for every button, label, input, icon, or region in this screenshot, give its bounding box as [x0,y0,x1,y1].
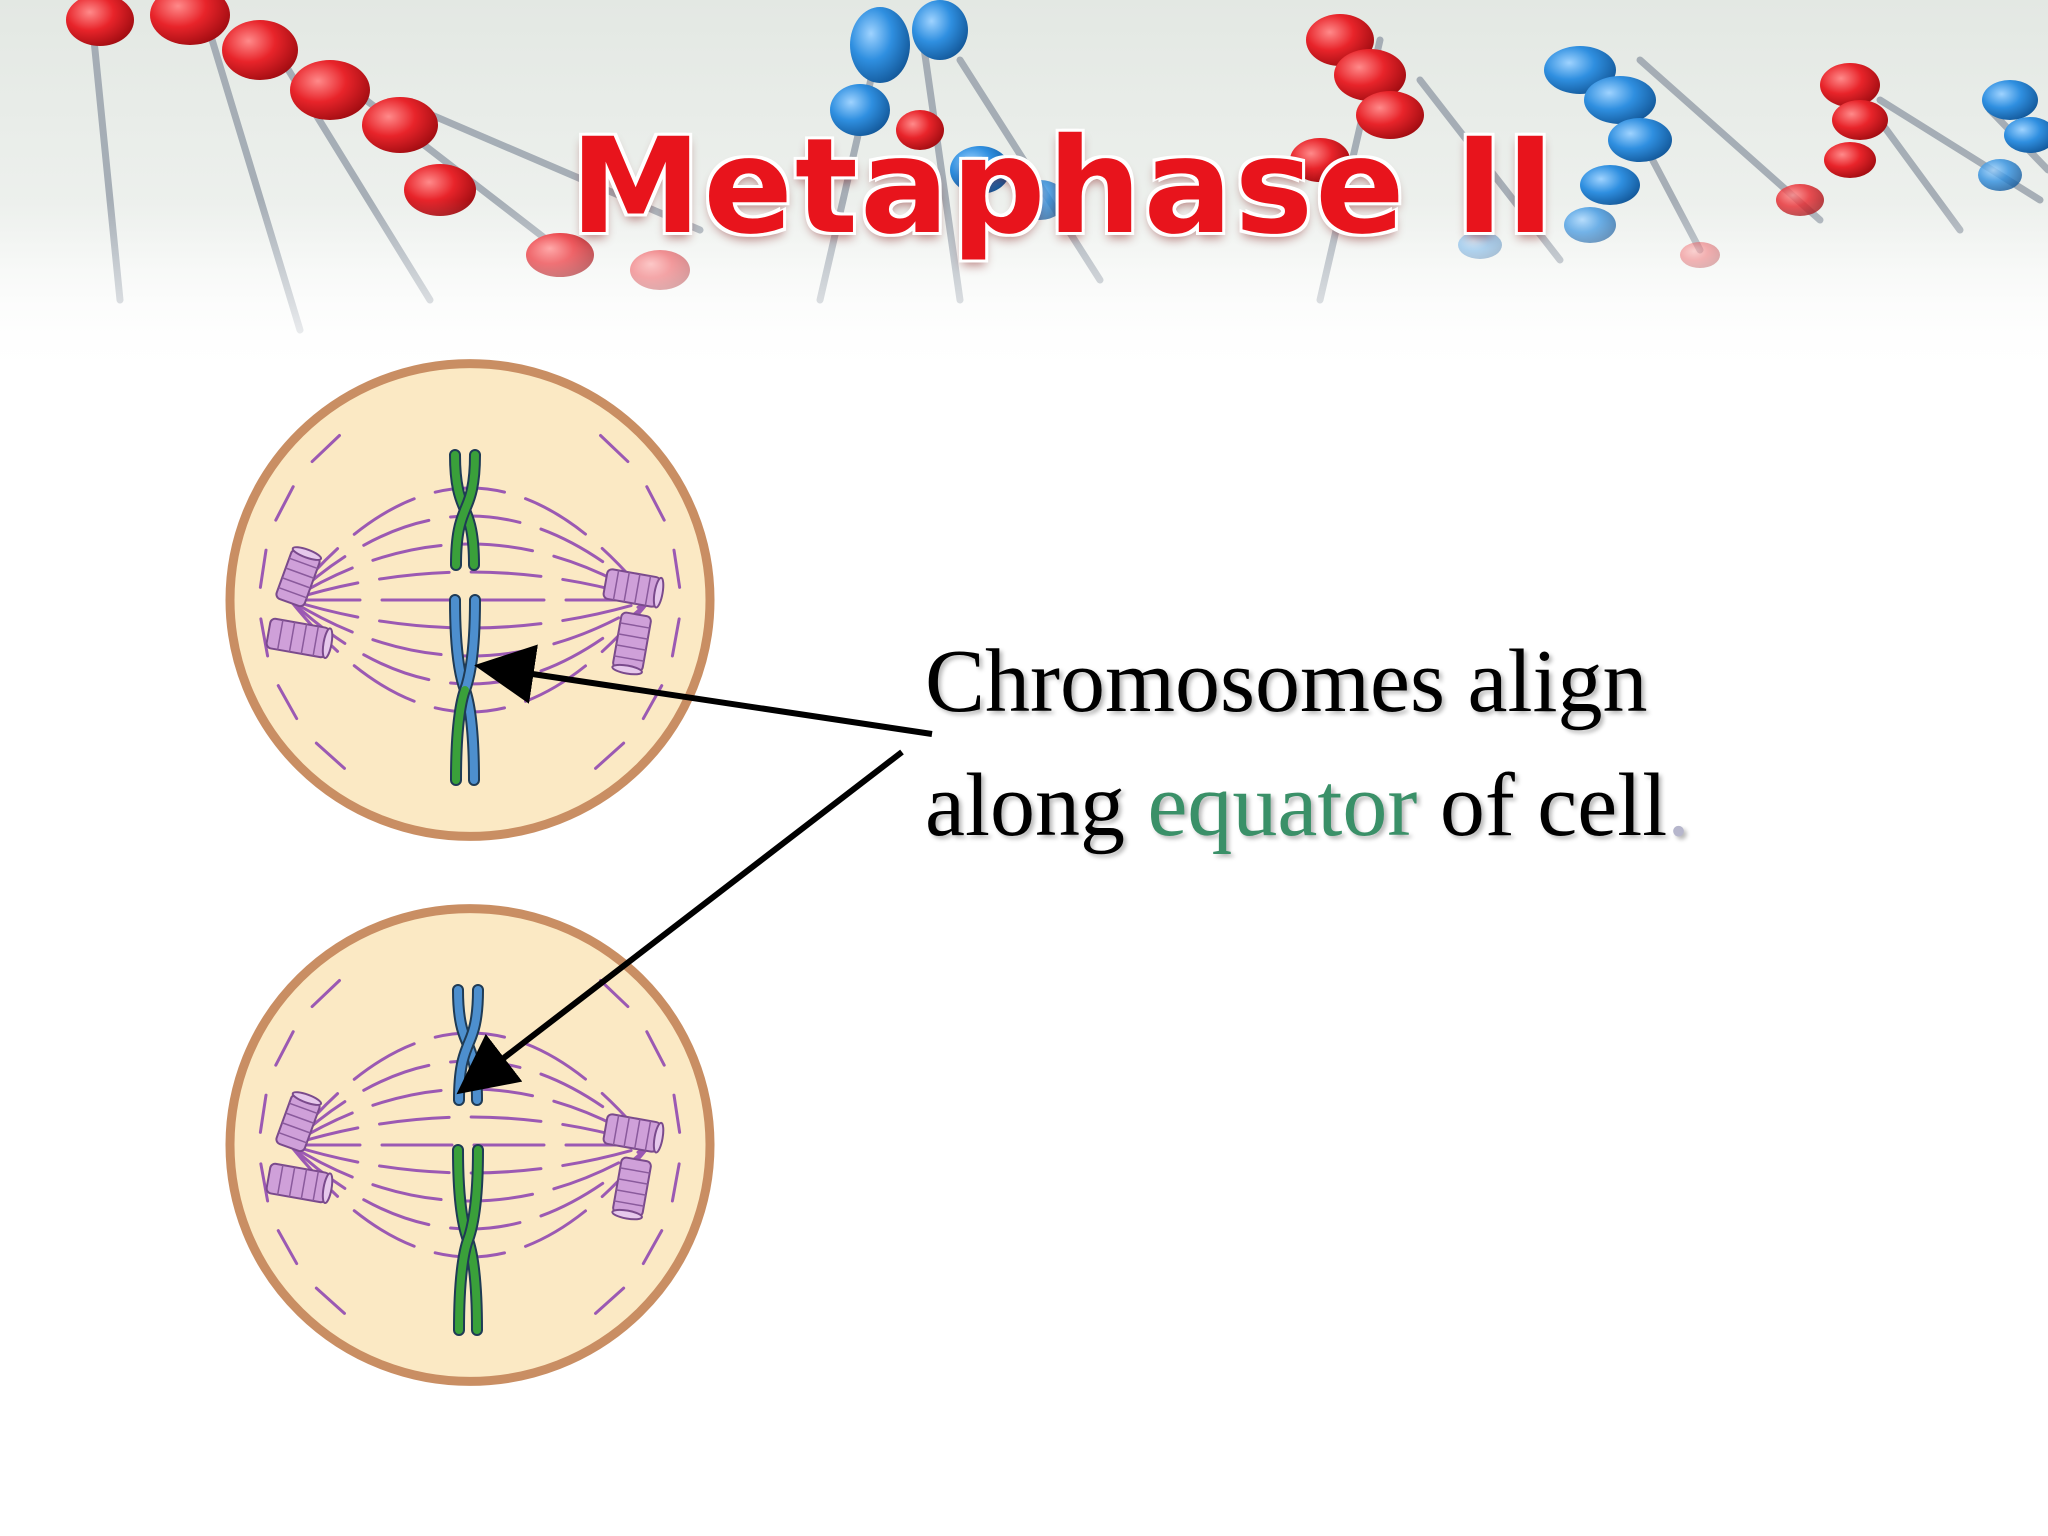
astral-fiber [259,1162,270,1203]
centriole-left-upper [275,546,323,608]
chromatid-lower [452,686,469,784]
caption-highlight-equator: equator [1147,756,1418,855]
caption-line-2-start: along [925,756,1148,855]
centriole-line [620,622,650,629]
cell-top [225,359,715,841]
spindle-fiber [288,570,652,602]
caption-line-1: Chromosomes align [925,632,1648,731]
centriole-line [644,1120,652,1151]
astral-fiber [594,741,626,770]
centriole-end [321,1172,334,1204]
centriole-line [618,633,648,640]
centriole-line [281,1122,311,1134]
centriole-line [288,622,296,652]
slide-title: Metaphase II [570,110,1557,264]
centriole-line [300,624,308,654]
astral-fiber [258,1093,268,1134]
astral-fiber [641,1229,664,1266]
arrow-to-top-cell [474,644,933,737]
astral-fiber [276,1229,299,1266]
centriole-line [281,577,311,589]
centriole-right-upper [602,568,665,609]
centriole-line [623,1117,631,1147]
dna-helix-banner [0,0,2048,380]
centriole-line [288,1102,318,1115]
caption: Chromosomes align along equator of cell. [925,620,1690,868]
chromatid-lower [452,506,469,569]
astral-fiber [594,1286,626,1315]
centriole-right-upper [602,1113,665,1154]
centriole-end [291,1091,323,1106]
spindle-fiber [288,1143,652,1175]
centriole-line [285,1112,315,1124]
chromatid-lower [455,1236,472,1334]
astral-fiber [599,434,630,464]
caption-line-2-end: of cell [1417,756,1668,855]
chromosome-green-bottom [452,1144,484,1336]
centriole-left-lower [265,617,334,659]
centriole-line [312,1171,320,1202]
centriole-line [288,1167,296,1197]
chromosome-green-top [449,449,481,571]
astral-fiber [258,548,268,589]
arrow-to-bottom-cell [456,749,904,1095]
centriole-end [652,1121,665,1154]
dna-beads [66,0,2048,290]
centriole-line [618,1178,648,1185]
astral-fiber [274,1030,295,1067]
centriole-line [288,557,318,570]
cell-bottom [225,904,715,1386]
centriole-line [633,1119,641,1149]
centriole-line [276,1164,284,1195]
centriole-end [652,576,665,609]
centriole-left-upper [275,1091,323,1153]
centriole-line [614,1200,644,1207]
centriole-line [614,655,644,662]
centriole-line [633,574,641,604]
astral-fiber [310,979,341,1009]
centriole-end [611,1208,643,1221]
centriole-line [276,619,284,650]
centriole-line [623,572,631,602]
centriole-line [278,1131,308,1144]
centriole-right-lower [611,611,652,676]
centriole-end [321,627,334,659]
astral-fiber [259,617,270,658]
cell-membrane [225,904,715,1386]
banner-fade [0,200,2048,380]
astral-fiber [314,1286,346,1315]
caption-trailing-mark: . [1667,756,1690,855]
centriole-line [644,575,652,606]
centriole-line [285,567,315,579]
centriole-line [612,1115,620,1146]
astral-fiber [310,434,341,464]
astral-fiber [672,548,682,589]
astral-fiber [670,1162,681,1203]
astral-fiber [672,1093,682,1134]
centriole-line [612,570,620,601]
centriole-line [616,644,646,651]
chromosome-blue-top [449,594,481,786]
centriole-line [616,1189,646,1196]
astral-fiber [274,485,295,522]
centriole-line [278,586,308,599]
centriole-end [291,546,323,561]
centriole-right-lower [611,1156,652,1221]
centriole-end [611,663,643,676]
centriole-line [300,1169,308,1199]
astral-fiber [645,485,666,522]
astral-fiber [314,741,346,770]
centriole-line [620,1167,650,1174]
astral-fiber [276,684,299,721]
astral-fiber [599,979,630,1009]
astral-fiber [670,617,681,658]
astral-fiber [645,1030,666,1067]
centriole-line [312,626,320,657]
spindle-fiber [288,1115,652,1147]
centriole-left-lower [265,1162,334,1204]
